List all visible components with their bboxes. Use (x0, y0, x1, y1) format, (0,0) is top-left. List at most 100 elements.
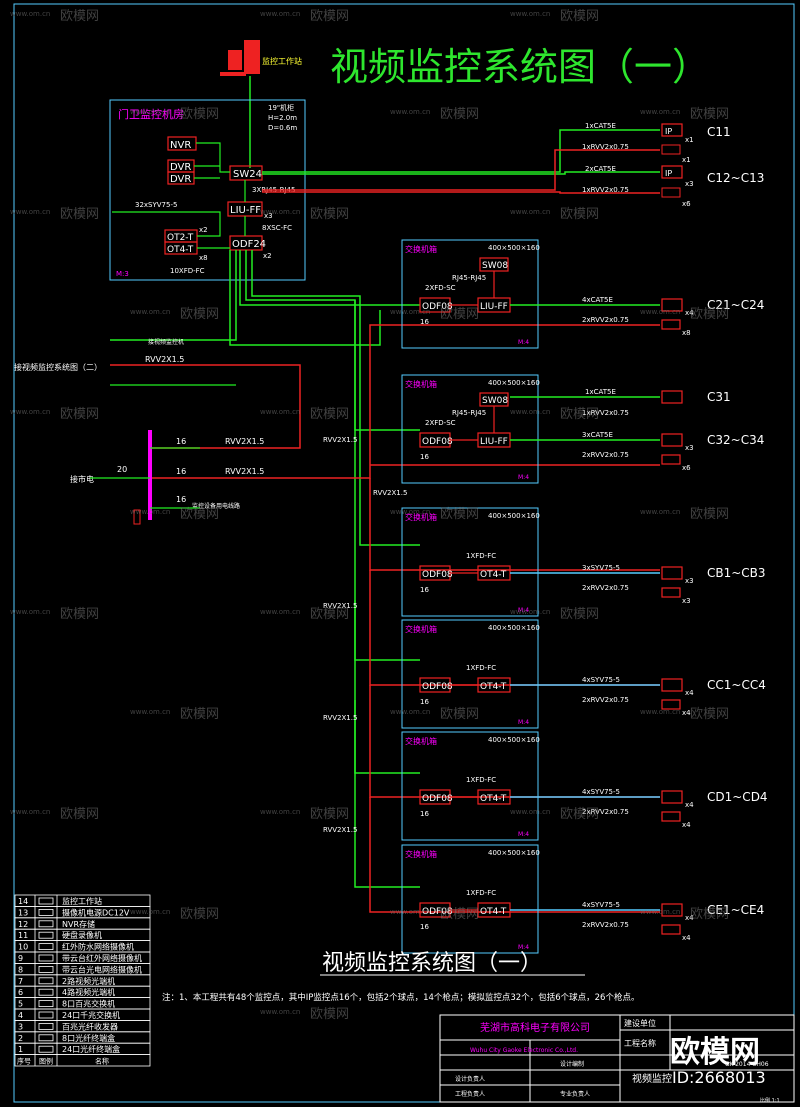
top-cam-cable-2: 1xRVV2x0.75 (582, 143, 629, 151)
box-px: x4 (682, 821, 691, 829)
box-n: 16 (420, 453, 429, 461)
watermark-url-repeat: www.om.cn (510, 808, 550, 816)
cab-fiber: 8XSC-FC (262, 224, 292, 232)
watermark-brand-repeat: 欧模网 (60, 9, 99, 24)
legend-name: 红外防水网络摄像机 (62, 942, 134, 952)
tb-c4: 工程负责人 (455, 1090, 485, 1098)
camera-icon (661, 298, 683, 312)
cabinet-tag: M:3 (116, 270, 129, 278)
box-cable: 4xSYV75-5 (582, 788, 620, 796)
box-link: 1XFD-FC (466, 664, 496, 672)
box-conv: OT4-T (480, 907, 507, 917)
legend-icon (38, 966, 54, 973)
legend-no: 13 (18, 908, 28, 917)
watermark-brand-repeat: 欧模网 (310, 807, 349, 822)
legend-icon (38, 909, 54, 916)
legend-name: 8口百兆交换机 (62, 999, 115, 1009)
box-conv: LIU-FF (480, 302, 508, 312)
box-link: 1XFD-FC (466, 889, 496, 897)
watermark-url-repeat: www.om.cn (130, 708, 170, 716)
box-extra-name: C31 (707, 390, 731, 404)
box-link: 2XFD-SC (425, 284, 456, 292)
watermark-brand-repeat: 欧模网 (560, 807, 599, 822)
switch-box-frame (401, 731, 539, 841)
dev-dvr-2: DVR (170, 174, 191, 185)
dev-liu: LIU-FF (230, 205, 261, 216)
watermark-url-repeat: www.om.cn (130, 908, 170, 916)
legend-no: 1 (18, 1045, 23, 1054)
box-tag: M:4 (518, 474, 529, 481)
box-px: x3 (682, 597, 691, 605)
legend-no: 7 (18, 977, 23, 986)
box-label: 交换机箱 (405, 244, 437, 254)
legend-icon (38, 943, 54, 950)
watermark-brand-repeat: 欧模网 (180, 307, 219, 322)
box-pcable: 2xRVV2x0.75 (582, 316, 629, 324)
box-cam-name: C32~C34 (707, 433, 764, 447)
watermark-brand-repeat: 欧模网 (440, 307, 479, 322)
tb-drawing: 视频监控 (632, 1072, 672, 1085)
dev-dvr-1: DVR (170, 162, 191, 173)
legend-icon (38, 954, 54, 962)
box-n: 16 (420, 318, 429, 326)
box-mx: x3 (685, 444, 694, 452)
box-mx: x4 (685, 914, 694, 922)
power-supply-icon (661, 587, 681, 598)
dev-odf24: ODF24 (232, 239, 266, 250)
box-rj: RJ45-RJ45 (452, 274, 486, 282)
watermark-brand-repeat: 欧模网 (60, 807, 99, 822)
box-size: 400×500×160 (488, 379, 540, 387)
box-cable: 3xCAT5E (582, 431, 613, 439)
watermark-url-repeat: www.om.cn (510, 408, 550, 416)
legend-icon (38, 1011, 54, 1019)
box-cam-name: CE1~CE4 (707, 903, 764, 917)
legend-icon (38, 931, 54, 939)
rack-spec: 19"机柜 (268, 103, 294, 112)
watermark-url-repeat: www.om.cn (510, 10, 550, 18)
box-pcable: 2xRVV2x0.75 (582, 921, 629, 929)
box-tag: M:4 (518, 831, 529, 838)
camera-icon (661, 790, 683, 804)
box-cable: 4xCAT5E (582, 296, 613, 304)
watermark-url-repeat: www.om.cn (260, 408, 300, 416)
watermark-brand-repeat: 欧模网 (60, 407, 99, 422)
title-block (439, 1014, 795, 1103)
lbl-note2: 监控设备用电线路 (192, 502, 240, 510)
legend-no: 12 (18, 920, 28, 929)
watermark-brand: 欧模网 (670, 1035, 760, 1070)
box-pcable: 2xRVV2x0.75 (582, 584, 629, 592)
rack-h: H=2.0m (268, 114, 297, 122)
watermark-brand-repeat: 欧模网 (690, 707, 729, 722)
box-label: 交换机箱 (405, 624, 437, 634)
box-mx: x3 (685, 577, 694, 585)
lbl-cable-a: RVV2X1.5 (145, 355, 184, 364)
box-extra-p: 1xRVV2x0.75 (582, 409, 629, 417)
watermark-brand-repeat: 欧模网 (560, 207, 599, 222)
branch-label-5: RVV2X1.5 (323, 826, 357, 834)
watermark-id: ID:2668013 (672, 1068, 766, 1087)
box-cam-name: CB1~CB3 (707, 566, 766, 580)
box-tag: M:4 (518, 944, 529, 951)
legend-icon (38, 988, 54, 996)
dev-nvr: NVR (170, 140, 191, 151)
lbl-n16c: 16 (176, 495, 186, 504)
tb-c1: 设计编制 (560, 1060, 584, 1068)
legend-icon (38, 1023, 54, 1030)
main-title: 视频监控系统图（一） (330, 45, 710, 89)
watermark-brand-repeat: 欧模网 (310, 407, 349, 422)
watermark-brand-repeat: 欧模网 (310, 1007, 349, 1022)
legend-no: 3 (18, 1022, 23, 1031)
box-label: 交换机箱 (405, 736, 437, 746)
dev-sw24: SW24 (233, 169, 262, 180)
box-size: 400×500×160 (488, 624, 540, 632)
lbl-power-in: 接市电 (70, 474, 94, 484)
cab-x2a: x2 (199, 226, 208, 234)
legend-icon (38, 1034, 54, 1042)
box-px: x6 (682, 464, 691, 472)
legend-name: 摄像机电源DC12V (62, 907, 130, 917)
lbl-rvv-a: RVV2X1.5 (225, 437, 264, 446)
legend-no: 6 (18, 988, 23, 997)
